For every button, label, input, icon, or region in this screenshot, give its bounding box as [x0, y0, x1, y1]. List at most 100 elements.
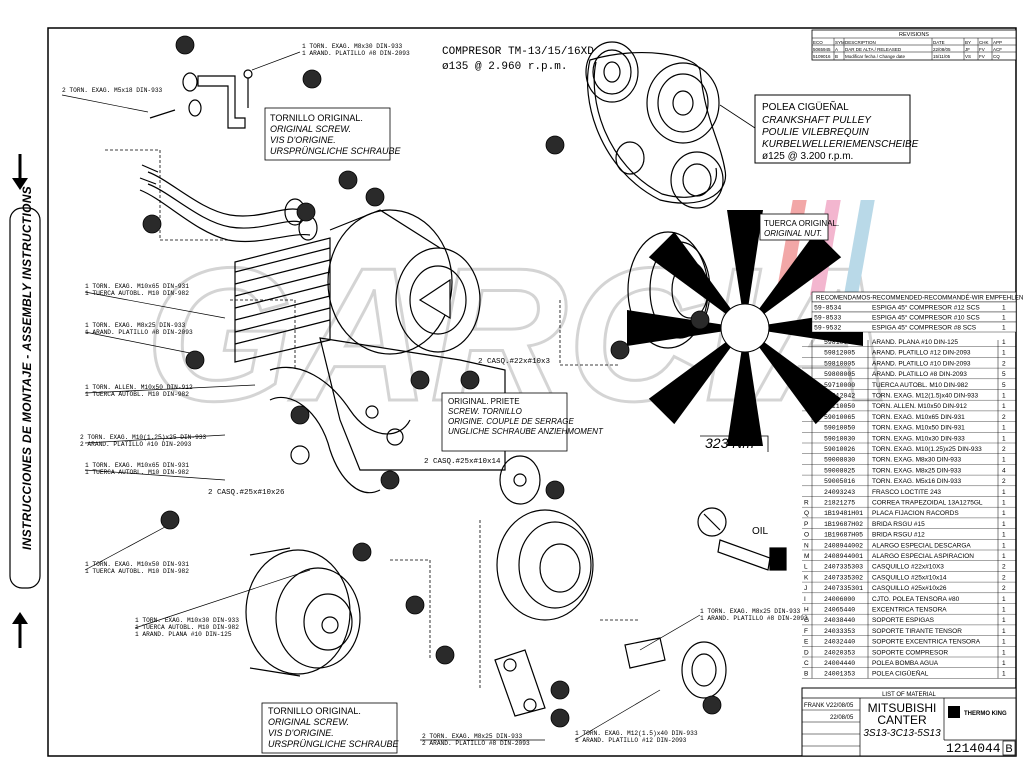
callout-balloon [352, 542, 372, 562]
bom-description: CASQUILLO #22x#10X3 [872, 564, 944, 571]
pulley-line-4: KURBELWELLERIEMENSCHEIBE [762, 139, 919, 150]
revisions-cell: ACF [993, 47, 1002, 52]
bom-part-number: 59710000 [824, 382, 855, 389]
fastener-callout-line: 1 TUERCA AUTOBL. M10 DIN-982 [135, 624, 239, 631]
bom-part-number: 59010050 [824, 425, 855, 432]
recommended-qty: 1 [1002, 315, 1006, 322]
bom-description: FRASCO LOCTITE 243 [872, 489, 941, 496]
recommended-row [811, 321, 1017, 333]
callout-balloon [185, 350, 205, 370]
bom-description: SOPORTE ESPIGAS [872, 617, 935, 624]
bom-part-number: 2407335303 [824, 564, 863, 571]
bom-part-number: 24032440 [824, 639, 855, 646]
revisions-cell: 15/11/05 [933, 54, 951, 59]
callout-balloon [175, 35, 195, 55]
callout-balloon [296, 202, 316, 222]
bom-description: SOPORTE TIRANTE TENSOR [872, 628, 962, 635]
bom-item-letter: F [804, 628, 808, 635]
arrow-up-icon [12, 612, 28, 648]
bom-qty: 1 [1002, 532, 1006, 539]
screw-bottom-box [261, 702, 398, 754]
pulley-line-3: POULIE VILEBREQUIN [762, 127, 869, 138]
bom-description: EXCENTRICA TENSORA [872, 607, 947, 614]
bom-qty: 1 [1002, 521, 1006, 528]
revisions-cell: A [835, 47, 838, 52]
revisions-cell: FV [979, 47, 985, 52]
bom-qty: 4 [1002, 467, 1006, 474]
bom-item-letter: N [804, 542, 809, 549]
bom-item-letter: O [804, 532, 809, 539]
callout-balloon [702, 695, 722, 715]
drawn-by: FRANK V. [804, 703, 831, 709]
bom-item-letter: L [804, 564, 808, 571]
bushing-label-1: 2 CASQ.#22x#10x3 [478, 358, 551, 366]
bom-part-number: 59010065 [824, 414, 855, 421]
bom-description: SOPORTE COMPRESOR [872, 649, 948, 656]
tk-logo-icon [948, 706, 960, 718]
bom-item-letter: H [804, 607, 809, 614]
recommended-qty: 1 [1002, 325, 1006, 332]
callout-balloon [690, 310, 710, 330]
fastener-callout-line: 1 TORN. EXAG. M10x65 DIN-931 [85, 462, 189, 469]
revisions-title: REVISIONS [899, 32, 929, 38]
side-label-frame [9, 207, 41, 589]
screw-bottom-line-2: ORIGINAL SCREW. [268, 717, 349, 727]
revisions-cell: 5065945 [813, 47, 831, 52]
bom-part-number: 59810005 [824, 360, 855, 367]
bom-qty: 1 [1002, 617, 1006, 624]
bom-description: ARAND. PLATILLO #12 DIN-2093 [872, 350, 971, 357]
revisions-cell: 22/08/05 [933, 47, 951, 52]
bom-description: CASQUILLO #25x#10x26 [872, 585, 947, 592]
bom-part-number: 21821275 [824, 500, 855, 507]
bom-qty: 5 [1002, 371, 1006, 378]
bom-description: ALARGO ESPECIAL DESCARGA [872, 542, 971, 549]
bom-part-number: 59808005 [824, 371, 855, 378]
fastener-callout-line: 1 ARAND. PLATILLO #8 DIN-2093 [700, 615, 808, 622]
bom-description: POLEA CIGÜEÑAL [872, 669, 929, 678]
callout-balloon [410, 370, 430, 390]
bom-qty: 1 [1002, 628, 1006, 635]
drawing-number: 1214044 [946, 741, 1001, 756]
side-margin: INSTRUCCIONES DE MONTAJE - ASSEMBLY INST… [0, 150, 40, 648]
bom-description: TORN. EXAG. M10x65 DIN-931 [872, 414, 965, 421]
bom-description: TORN. EXAG. M10x50 DIN-931 [872, 425, 965, 432]
bom-description: TORN. EXAG. M10x30 DIN-933 [872, 435, 965, 442]
bom-part-number: 59012042 [824, 393, 855, 400]
bom-qty: 2 [1002, 585, 1006, 592]
alternator [245, 547, 361, 677]
fastener-callout-line: 1 TUERCA AUTOBL. M10 DIN-982 [85, 391, 189, 398]
bom-qty: 1 [1002, 435, 1006, 442]
callout-balloon [338, 170, 358, 190]
fastener-callout-line: 2 TORN. EXAG. M10(1.25)x25 DIN-933 [80, 434, 207, 441]
nut-line-1: TUERCA ORIGINAL. [764, 219, 839, 228]
screw-bottom-line-1: TORNILLO ORIGINAL. [268, 706, 361, 716]
revisions-header: ECO [813, 40, 823, 45]
pulley-line-1: POLEA CIGÜEÑAL [762, 100, 849, 113]
recommended-description: ESPIGA 45° COMPRESOR #10 SCS [872, 314, 980, 322]
recommended-qty: 1 [1002, 305, 1006, 312]
revisions-header: DATE [933, 40, 945, 45]
bom-part-number: 1B19687H02 [824, 521, 863, 528]
torque-line-1: ORIGINAL. PRIETE [448, 397, 520, 406]
callout-balloon [550, 680, 570, 700]
revisions-header: BY [965, 40, 971, 45]
callout-balloon [380, 470, 400, 490]
fastener-callout-line: 1 ARAND. PLATILLO #8 DIN-2093 [302, 50, 410, 57]
bom-description: PLACA FIJACION RACORDS [872, 510, 959, 517]
belt-pulley-assembly [585, 41, 727, 209]
bom-qty: 1 [1002, 596, 1006, 603]
revision-letter: B [1005, 743, 1012, 755]
bom-part-number: 24093243 [824, 489, 855, 496]
fastener-callout-line: 1 TUERCA AUTOBL. M10 DIN-982 [85, 568, 189, 575]
bom-description: ARAND. PLATILLO #10 DIN-2093 [872, 360, 971, 367]
bom-qty: 1 [1002, 425, 1006, 432]
bom-part-number: 24001353 [824, 671, 855, 678]
bom-description: TORN. EXAG. M8x30 DIN-933 [872, 457, 961, 464]
callout-balloon [290, 405, 310, 425]
recommended-title: RECOMENDAMOS-RECOMMENDED-RECOMMANDÉ-WIR … [816, 295, 1023, 302]
date-2: 22/08/05 [830, 715, 854, 721]
bom-description: TORN. EXAG. M5x16 DIN-933 [872, 478, 961, 485]
